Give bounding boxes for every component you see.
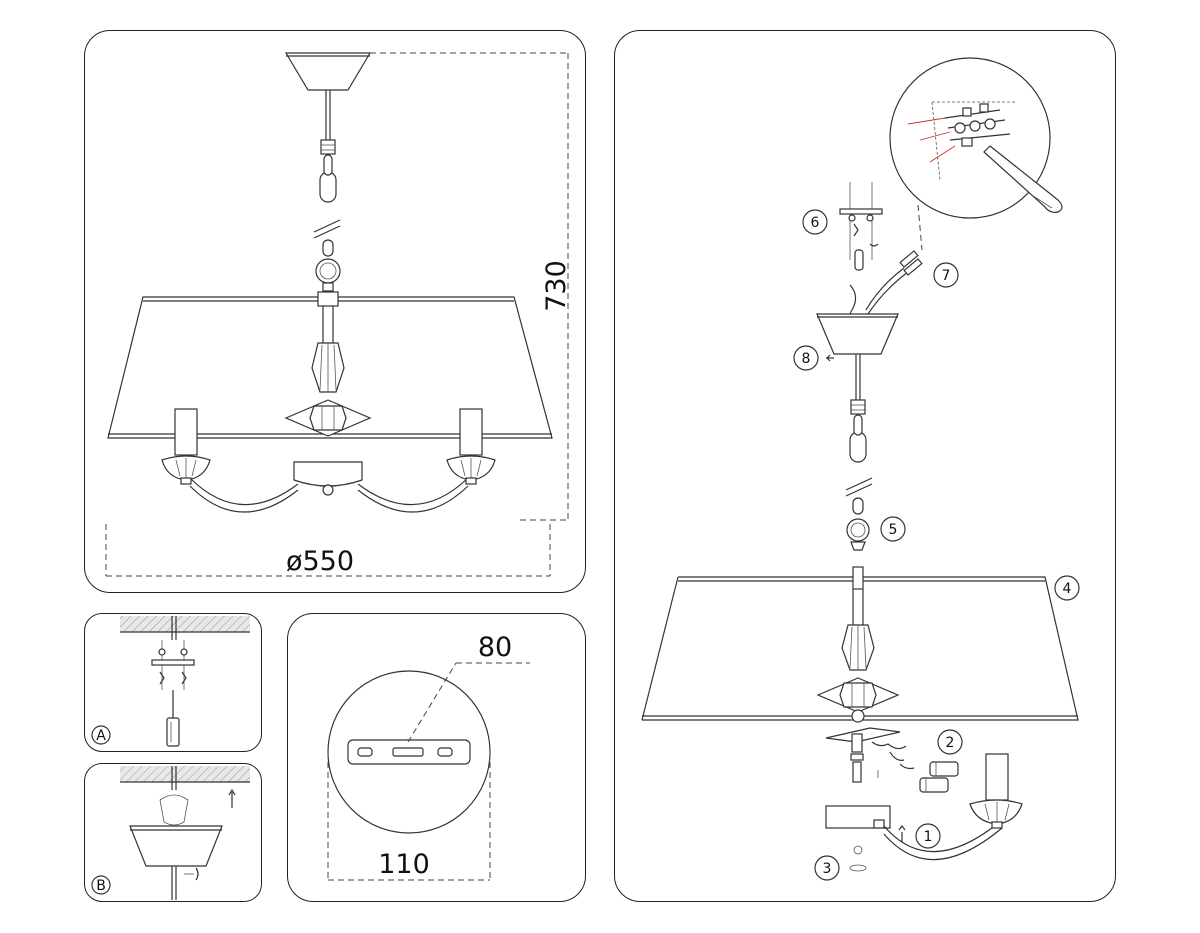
callout-circle-1 <box>915 823 941 849</box>
callout-2-label: 2 <box>946 735 955 751</box>
height-label: 730 <box>541 260 572 312</box>
callout-circle-6 <box>802 209 828 235</box>
callout-circle-5 <box>880 516 906 542</box>
callout-1-label: 1 <box>924 829 933 845</box>
wiring-zoom-detail <box>889 57 1063 251</box>
callout-group: 1 2 3 4 5 6 7 8 <box>793 209 1080 881</box>
mount-width-label: 80 <box>478 632 512 663</box>
assembly-panel <box>614 30 1116 902</box>
callout-3-label: 3 <box>823 861 832 877</box>
callout-4-label: 4 <box>1063 581 1072 597</box>
callout-8-label: 8 <box>802 351 811 367</box>
callout-circle-4 <box>1054 575 1080 601</box>
chandelier-front-view <box>107 52 553 513</box>
diameter-label: ø550 <box>286 546 354 577</box>
callout-circle-8 <box>793 345 819 371</box>
detail-b-marker <box>91 875 111 895</box>
callout-circle-7 <box>933 262 959 288</box>
mount-plate-drawing <box>327 662 530 882</box>
callout-6-label: 6 <box>811 215 820 231</box>
callout-7-label: 7 <box>942 268 951 284</box>
callout-circle-2 <box>937 729 963 755</box>
detail-a-marker <box>91 725 111 745</box>
callout-5-label: 5 <box>889 522 898 538</box>
detail-a-drawing <box>120 616 250 747</box>
mount-diameter-label: 110 <box>378 849 430 880</box>
assembly-lower-parts <box>825 727 1023 872</box>
assembly-shade <box>641 566 1079 723</box>
ceiling-bracket-parts <box>839 182 883 271</box>
detail-b-label: B <box>96 878 106 894</box>
detail-a-label: A <box>96 728 106 744</box>
dimensions-panel <box>84 30 586 593</box>
detail-b-drawing <box>120 766 250 900</box>
assembly-canopy <box>816 250 923 551</box>
callout-circle-3 <box>814 855 840 881</box>
detail-a-panel <box>84 613 262 752</box>
